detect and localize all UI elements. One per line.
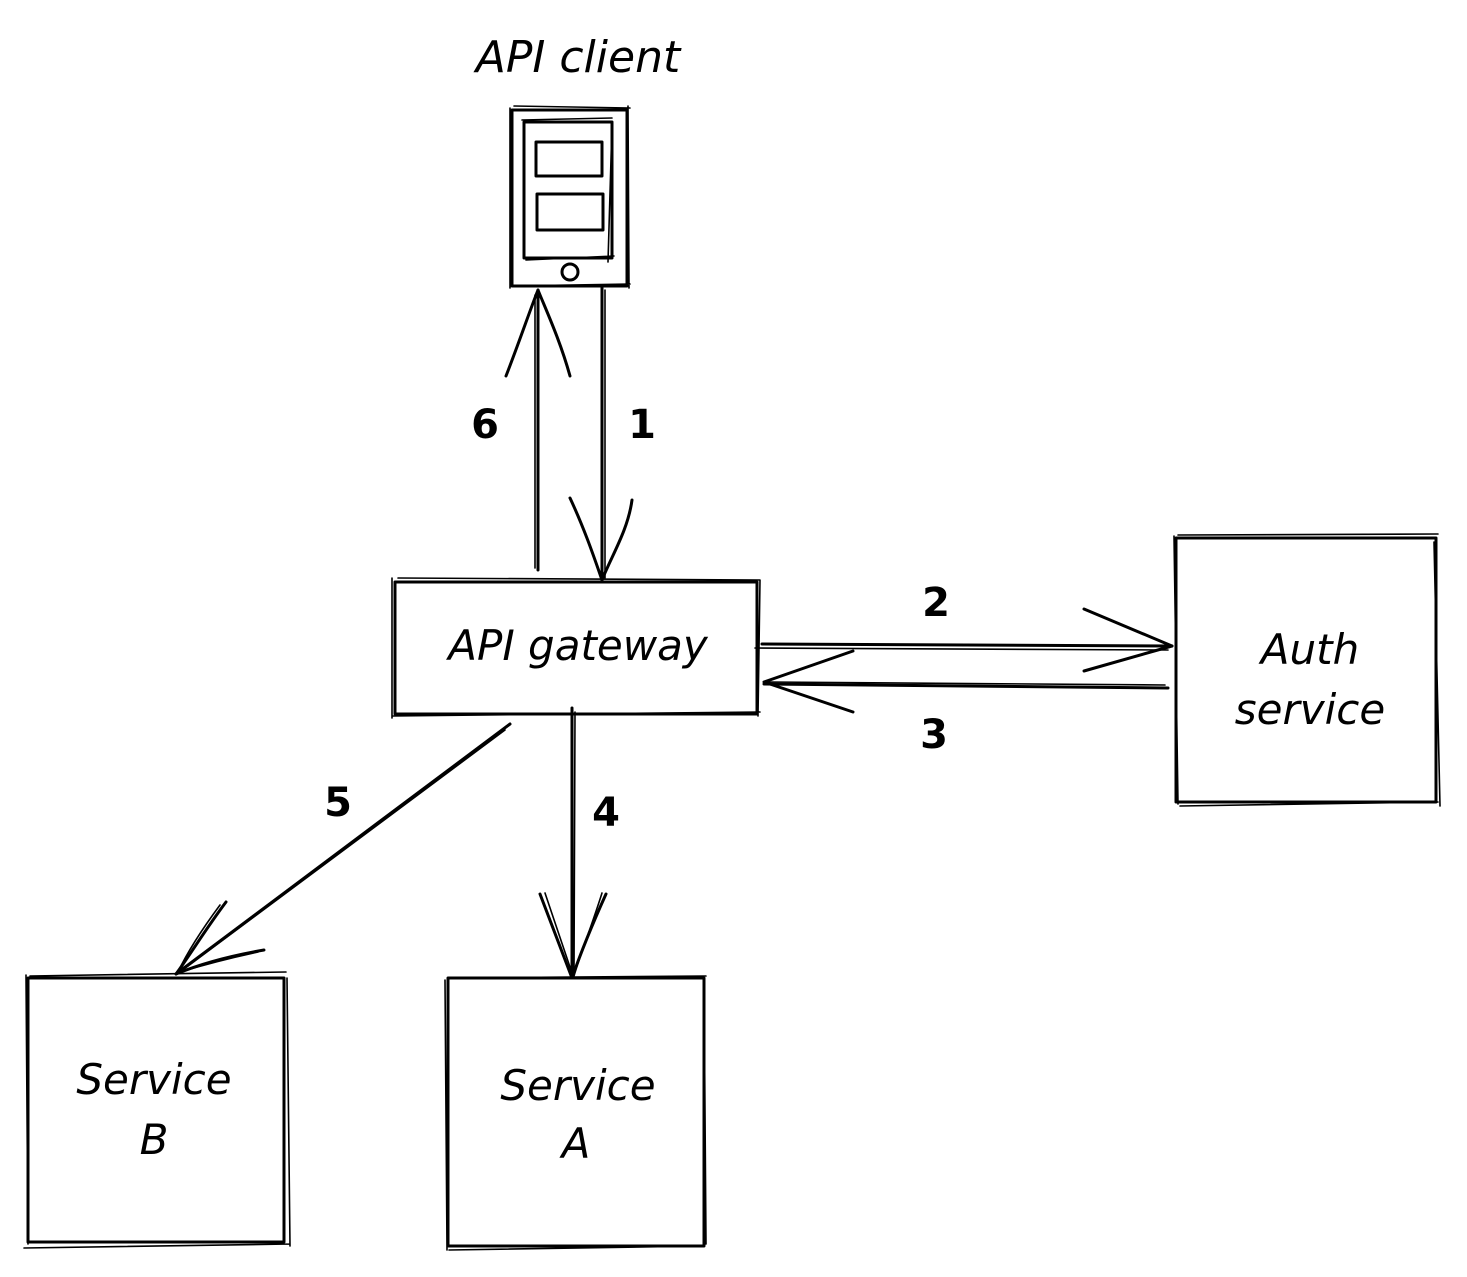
arrow-step-2 <box>754 607 1174 673</box>
step-label-5: 5 <box>324 780 352 826</box>
api-gateway-label: API gateway <box>445 621 709 670</box>
service-b-node[interactable]: Service B <box>23 971 291 1249</box>
api-gateway-node[interactable]: API gateway <box>391 577 761 719</box>
auth-service-label-line1: Auth <box>1258 625 1359 674</box>
home-button <box>560 262 580 282</box>
arrow-step-5 <box>174 722 512 976</box>
arrow-step-4 <box>538 706 608 980</box>
service-a-node[interactable]: Service A <box>444 975 707 1251</box>
step-label-6: 6 <box>471 402 499 448</box>
step-label-1: 1 <box>628 402 656 448</box>
arrow-step-6 <box>504 288 572 572</box>
auth-service-node[interactable]: Auth service <box>1173 533 1441 807</box>
step-label-2: 2 <box>922 580 950 626</box>
service-a-label-line1: Service <box>500 1061 655 1110</box>
mobile-phone-icon[interactable] <box>509 105 631 289</box>
service-b-label-line2: B <box>140 1115 169 1164</box>
phone-body <box>510 108 629 288</box>
step-label-4: 4 <box>592 790 620 836</box>
arrow-step-3 <box>762 649 1170 714</box>
service-b-label-line1: Service <box>76 1055 231 1104</box>
service-a-label-line2: A <box>559 1119 591 1168</box>
screen-block-top <box>534 140 604 178</box>
auth-service-label-line2: service <box>1235 685 1385 734</box>
screen-block-bottom <box>535 192 605 232</box>
step-label-3: 3 <box>920 712 948 758</box>
arrow-step-1 <box>568 284 634 584</box>
api-client-label: API client <box>473 32 682 83</box>
